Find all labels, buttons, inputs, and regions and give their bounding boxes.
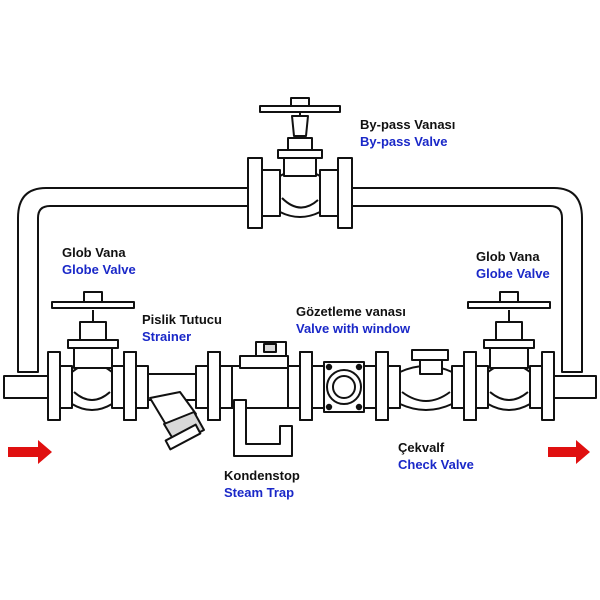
- globe-valve-right-label-en: Globe Valve: [476, 266, 550, 281]
- bypass-valve: [247, 97, 353, 229]
- globe-valve-right: [463, 291, 555, 421]
- strainer-label: Pislik Tutucu Strainer: [142, 311, 222, 345]
- sight-glass-label-tr: Gözetleme vanası: [296, 304, 406, 319]
- steam-trap: [207, 341, 313, 457]
- globe-valve-left-label: Glob Vana Globe Valve: [62, 244, 136, 278]
- strainer-label-en: Strainer: [142, 329, 192, 344]
- check-valve-label: Çekvalf Check Valve: [398, 439, 474, 473]
- sight-glass-label: Gözetleme vanası Valve with window: [296, 303, 410, 337]
- globe-valve-left-label-tr: Glob Vana: [62, 245, 126, 260]
- check-valve-label-en: Check Valve: [398, 457, 474, 472]
- strainer-label-tr: Pislik Tutucu: [142, 312, 222, 327]
- sight-glass-label-en: Valve with window: [296, 321, 411, 336]
- flow-arrow-right-icon: [548, 440, 590, 464]
- flow-arrow-right-icon: [8, 440, 52, 464]
- sight-glass: [299, 351, 389, 421]
- main-line-pipe: [3, 375, 597, 399]
- strainer: [123, 351, 221, 451]
- globe-valve-right-label-tr: Glob Vana: [476, 249, 540, 264]
- steam-trap-label-en: Steam Trap: [224, 485, 295, 500]
- bypass-valve-label-tr: By-pass Vanası: [360, 117, 456, 132]
- bypass-valve-label: By-pass Vanası By-pass Valve: [360, 116, 455, 150]
- globe-valve-left: [47, 291, 137, 421]
- bypass-valve-label-en: By-pass Valve: [360, 134, 448, 149]
- steam-trap-label: Kondenstop Steam Trap: [224, 467, 300, 501]
- check-valve-label-tr: Çekvalf: [398, 440, 445, 455]
- globe-valve-right-label: Glob Vana Globe Valve: [476, 248, 550, 282]
- globe-valve-left-label-en: Globe Valve: [62, 262, 136, 277]
- check-valve: [375, 349, 477, 421]
- steam-trap-label-tr: Kondenstop: [224, 468, 300, 483]
